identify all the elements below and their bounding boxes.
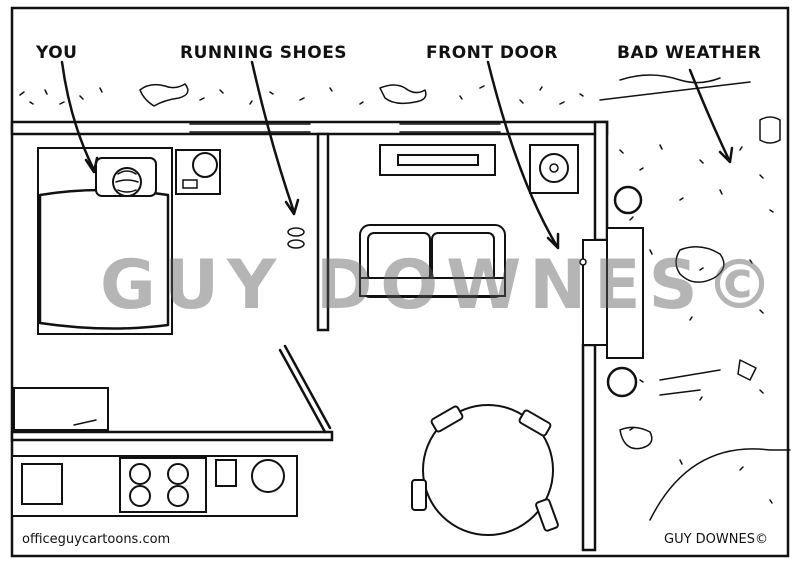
south-room-wall [10,430,334,442]
you-arrow [60,60,99,174]
pointer-arrows [60,60,734,250]
website-credit: officeguycartoons.com [22,532,170,547]
label-running-shoes: RUNNING SHOES [180,43,347,63]
bedside-table [175,149,221,195]
garden-strip-top [19,74,751,107]
shrubs [606,185,643,398]
bed [37,147,173,335]
living-room-lamp [529,144,579,194]
running-shoes [287,227,305,249]
garden-area-right [619,116,791,521]
tv-cabinet [379,144,496,176]
label-front-door: FRONT DOOR [426,43,558,63]
label-you: YOU [35,43,77,63]
label-bad-weather: BAD WEATHER [617,43,761,63]
east-wall-upper [593,120,609,242]
front-door [579,227,644,359]
interior-door [278,344,332,434]
sink [21,463,63,505]
sleeper-head [112,167,142,197]
sofa [359,224,506,298]
dining-table [411,404,559,536]
shoes-arrow [250,60,300,216]
desk [13,387,109,431]
watermark: GUY DOWNES© [100,246,782,325]
door-arrow [486,60,560,250]
weather-arrow [688,68,734,164]
bedroom-divider-wall [316,132,330,332]
artist-signature: GUY DOWNES© [664,532,768,547]
kitchen-bin [251,459,285,493]
kitchen [11,455,298,517]
north-windows [189,123,501,133]
east-wall-lower [581,343,597,552]
